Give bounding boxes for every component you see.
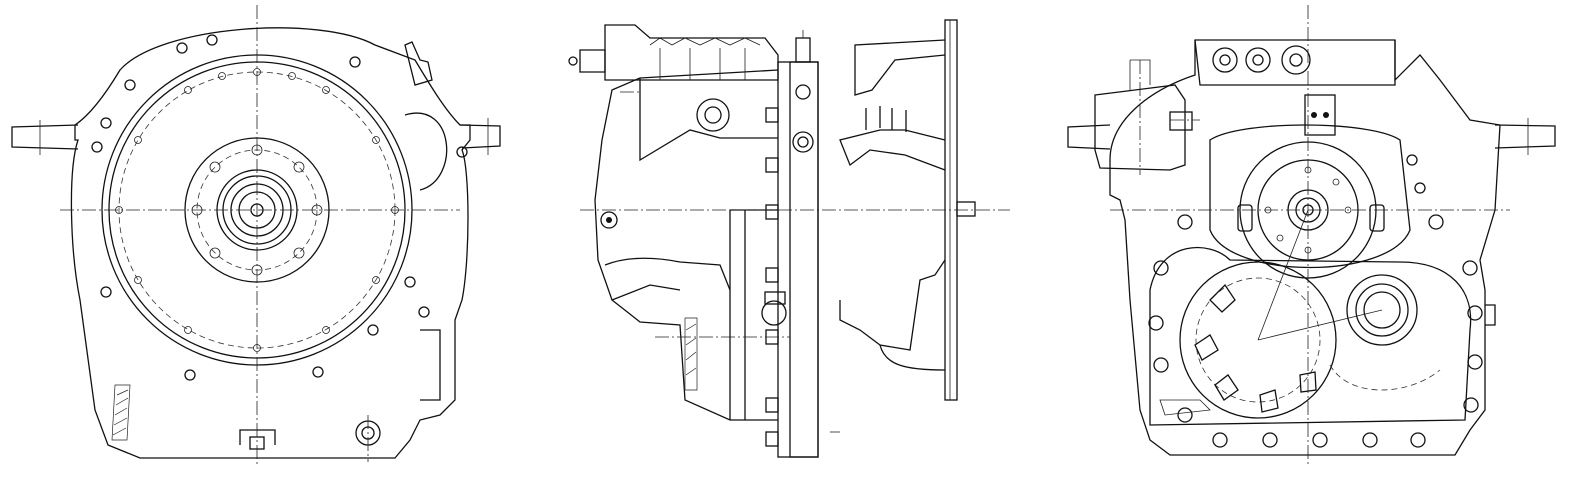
side-view bbox=[568, 19, 1010, 458]
rear-pto-shaft bbox=[1346, 274, 1418, 346]
rear-left-mounting-ear bbox=[1067, 124, 1111, 150]
rear-perimeter-bolts bbox=[1148, 154, 1483, 448]
front-view bbox=[11, 5, 501, 465]
rear-lower-housing bbox=[1149, 246, 1472, 426]
rear-valve-block bbox=[1194, 39, 1396, 86]
rear-output-gear bbox=[1179, 261, 1337, 419]
rear-view bbox=[1067, 5, 1556, 465]
side-center-flange bbox=[777, 61, 819, 458]
side-main-body bbox=[594, 69, 779, 421]
side-shaft-boss bbox=[696, 98, 730, 132]
front-housing-bolts bbox=[91, 34, 468, 381]
rear-right-mounting-ear bbox=[1494, 124, 1556, 149]
side-bell-housing bbox=[854, 39, 946, 96]
rear-upper-cover bbox=[1209, 124, 1411, 269]
side-valve-block bbox=[604, 24, 779, 81]
rear-accessory-box bbox=[1094, 84, 1186, 171]
front-housing-outline bbox=[70, 27, 471, 459]
front-right-mounting-ear bbox=[459, 124, 501, 149]
rear-gear-ribs bbox=[1194, 283, 1317, 413]
front-left-mounting-ear bbox=[11, 124, 79, 150]
side-flange-bolts bbox=[765, 107, 779, 447]
